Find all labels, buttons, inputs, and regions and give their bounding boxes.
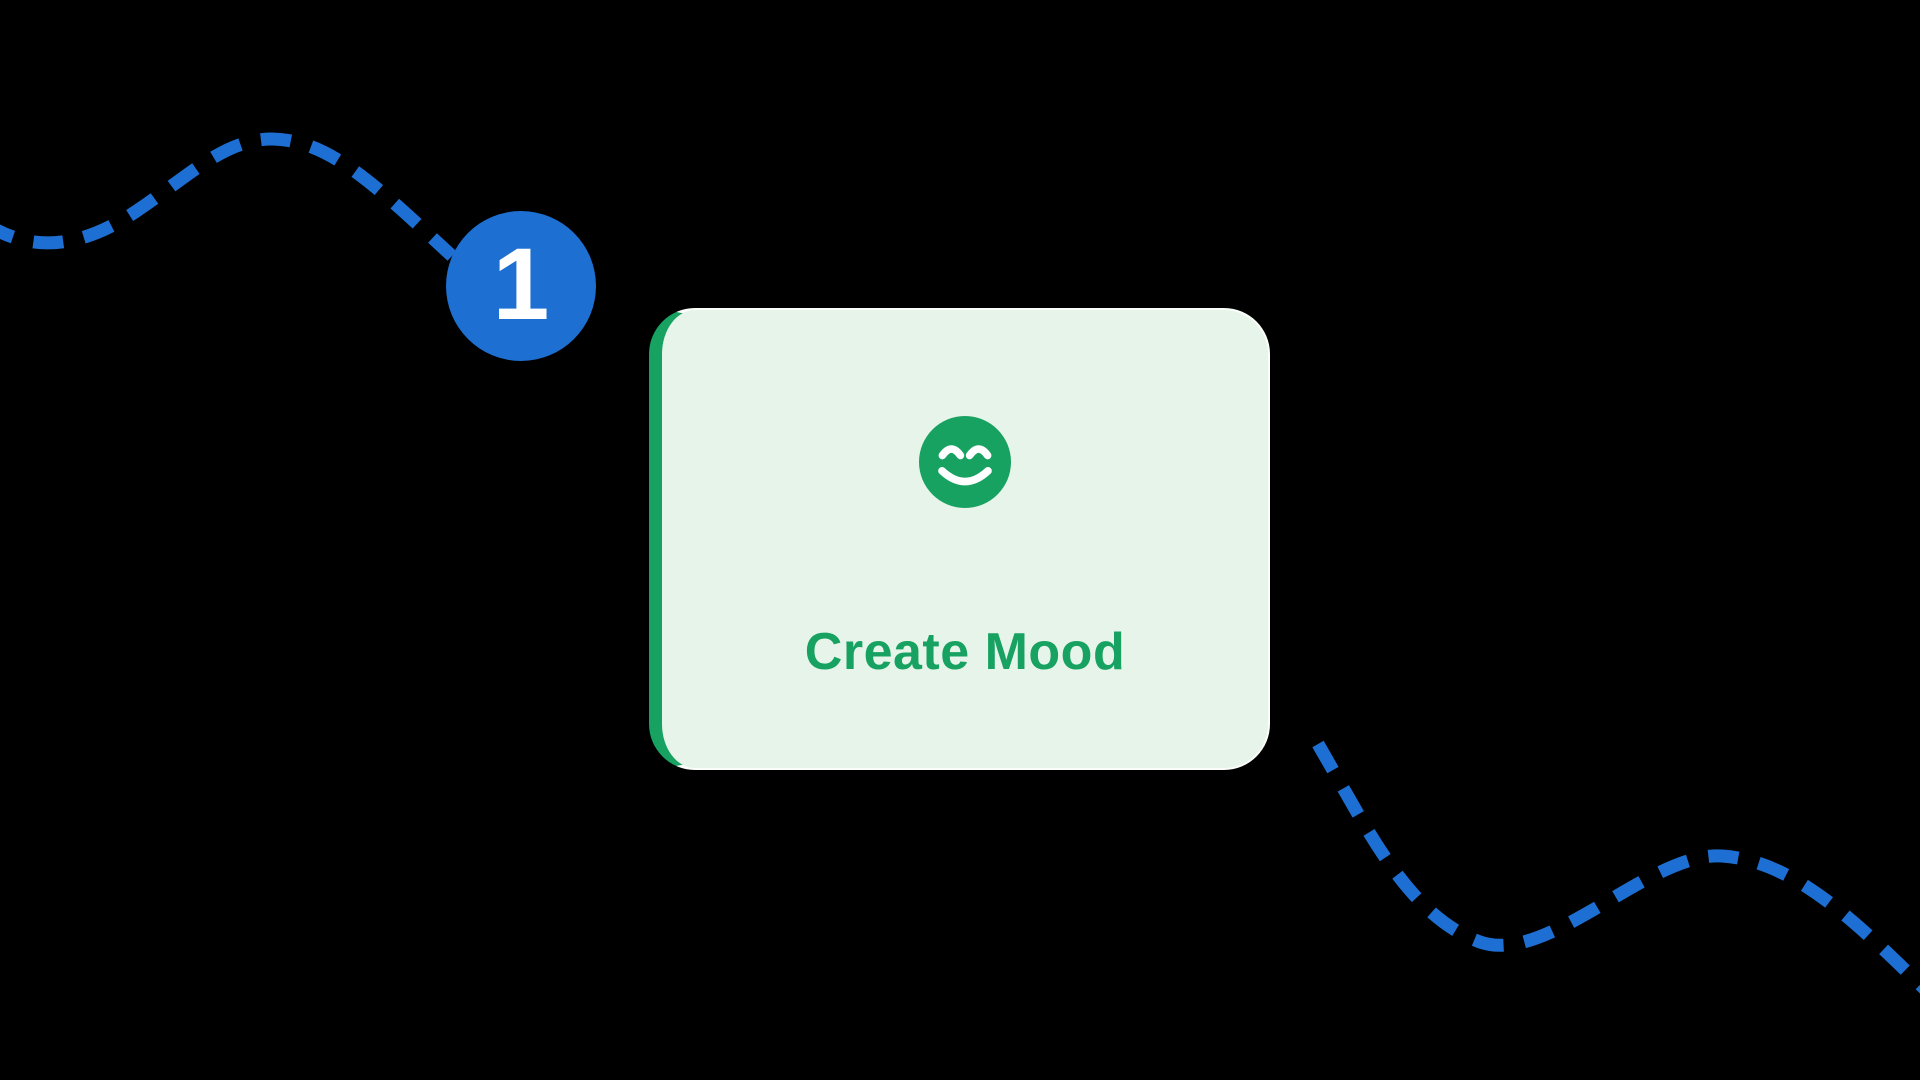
- connector-path-bottom-right-wave: [1312, 740, 1920, 994]
- smiley-face-circle: [919, 416, 1011, 508]
- connector-path-top-left-wave: [0, 132, 457, 261]
- create-mood-card[interactable]: Create Mood: [649, 308, 1270, 770]
- step-badge: 1: [446, 211, 596, 361]
- smiley-left-eye: [938, 445, 965, 460]
- card-label: Create Mood: [804, 623, 1126, 681]
- step-number: 1: [492, 227, 550, 341]
- smiley-face-icon: [919, 416, 1011, 508]
- smiley-mouth: [938, 466, 992, 486]
- smiley-right-eye: [965, 445, 992, 460]
